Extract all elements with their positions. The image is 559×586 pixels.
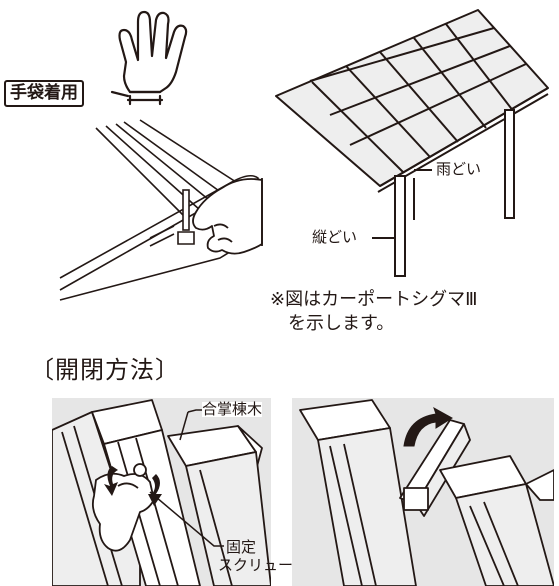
rain-gutter-label: 雨どい [436,160,482,178]
downspout-label: 縦どい [312,228,358,246]
section-heading: 〔開閉方法〕 [30,356,180,384]
fixing-screw-label: 固定 スクリュー [218,538,293,574]
ridge-beam-label: 合掌棟木 [202,400,263,418]
fixing-screw-label-line2: スクリュー [218,556,294,574]
figure-note-line1: ※図はカーポートシグマⅢ [270,289,478,310]
figure-note-line2: を示します。 [288,313,395,335]
glove-label: 手袋着用 [4,80,84,107]
fixing-screw-label-line1: 固定 [226,538,257,556]
figure-note: ※図はカーポートシグマⅢ を示します。 [270,288,478,337]
